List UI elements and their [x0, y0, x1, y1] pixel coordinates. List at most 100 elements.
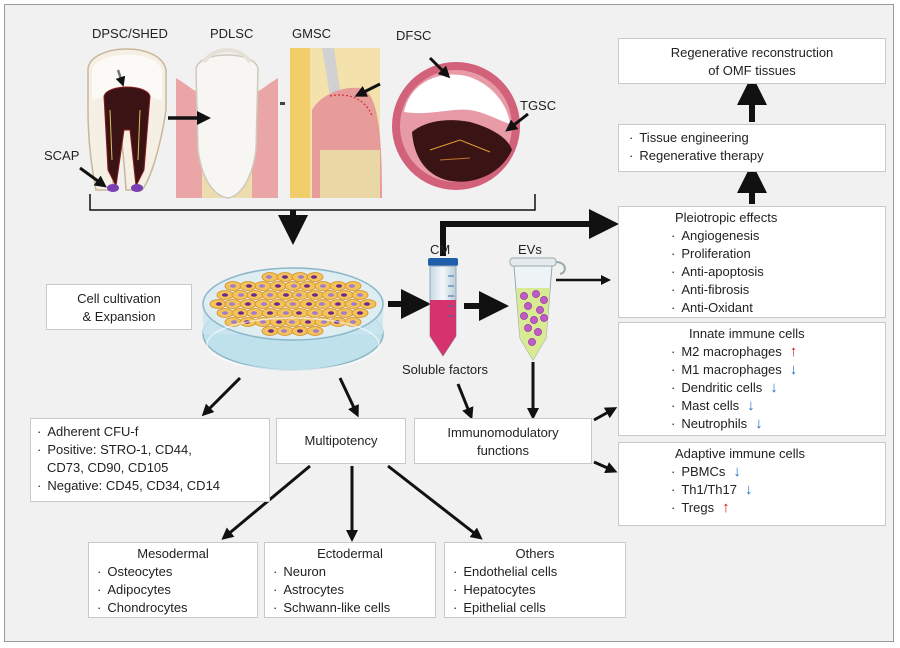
cell-nucleus: [229, 302, 235, 306]
label-dfsc: DFSC: [396, 28, 432, 43]
innate-item: ·M2 macrophages↑: [671, 343, 798, 360]
innate-item: ·M1 macrophages↓: [671, 361, 798, 378]
label-tgsc: TGSC: [520, 98, 557, 113]
innate-item-label: Dendritic cells: [681, 380, 763, 395]
tooth-gmsc-illustration: [280, 48, 382, 198]
extracellular-vesicle: [524, 302, 532, 310]
cell-nucleus: [238, 311, 244, 315]
mesodermal-item: ·Osteocytes: [97, 564, 173, 579]
pleio-item: ·Anti-Oxidant: [671, 300, 753, 315]
cell-nucleus: [281, 329, 287, 333]
innate-item: ·Neutrophils↓: [671, 415, 763, 432]
extracellular-vesicle: [530, 316, 538, 324]
cell-nucleus: [245, 302, 251, 306]
adaptive-item-label: Tregs: [681, 500, 715, 515]
arrow-down-icon: ↓: [789, 361, 798, 378]
immunomod-line-1: Immunomodulatory: [447, 425, 559, 440]
pleio-item: ·Anti-apoptosis: [671, 264, 764, 279]
innate-item-label: Neutrophils: [681, 416, 748, 431]
cell-nucleus: [321, 320, 327, 324]
pleio-item-label: Anti-apoptosis: [681, 264, 764, 279]
cell-nucleus: [305, 320, 311, 324]
others-item: ·Endothelial cells: [453, 564, 558, 579]
others-item: ·Hepatocytes: [453, 582, 536, 597]
cell-nucleus: [261, 302, 267, 306]
innate-title: Innate immune cells: [689, 326, 805, 341]
extracellular-vesicle: [528, 338, 536, 346]
mesodermal-title: Mesodermal: [137, 546, 209, 561]
cell-nucleus: [335, 302, 341, 306]
label-soluble-factors: Soluble factors: [402, 362, 488, 377]
others-title: Others: [515, 546, 555, 561]
cell-nucleus: [290, 302, 296, 306]
cell-nucleus: [320, 284, 326, 288]
cell-nucleus: [222, 293, 228, 297]
cell-nucleus: [328, 311, 334, 315]
cell-nucleus: [341, 311, 347, 315]
cell-nucleus: [267, 293, 273, 297]
others-item: ·Epithelial cells: [453, 600, 546, 615]
arrow-cm-to-pleiotropic: [440, 209, 619, 256]
cell-nucleus: [238, 293, 244, 297]
extracellular-vesicle: [536, 306, 544, 314]
arrow-down-icon: ↓: [770, 379, 778, 396]
multipotency-box: Multipotency: [276, 418, 406, 464]
extracellular-vesicle: [524, 324, 532, 332]
extracellular-vesicle: [520, 312, 528, 320]
tissue-item-label: Regenerative therapy: [639, 148, 764, 163]
immunomod-line-2: functions: [476, 443, 530, 458]
arrow-up-icon: ↑: [789, 343, 798, 360]
regen-line-1: Regenerative reconstruction: [670, 45, 834, 60]
tooth-dpsc-illustration: [87, 48, 167, 192]
innate-immune-box: Innate immune cells ·M2 macrophages↑·M1 …: [618, 322, 886, 436]
immunomodulatory-box: Immunomodulatory functions: [414, 418, 592, 464]
cell-nucleus: [364, 302, 370, 306]
marker-item: ·Positive: STRO-1, CD44,: [37, 442, 192, 457]
others-item-label: Epithelial cells: [463, 600, 546, 615]
cell-nucleus: [230, 284, 236, 288]
ectodermal-item: ·Neuron: [273, 564, 326, 579]
others-item-label: Hepatocytes: [463, 582, 536, 597]
extracellular-vesicle: [540, 314, 548, 322]
arrow-down-icon: ↓: [755, 415, 763, 432]
teeth-bracket: [89, 194, 536, 211]
ectodermal-item: ·Astrocytes: [273, 582, 345, 597]
markers-box: ·Adherent CFU-f ·Positive: STRO-1, CD44,…: [30, 418, 270, 502]
innate-item-label: M1 macrophages: [681, 362, 782, 377]
cultivation-box: Cell cultivation & Expansion: [46, 284, 192, 330]
label-dpsc-shed: DPSC/SHED: [92, 26, 168, 41]
adaptive-item: ·Th1/Th17↓: [671, 481, 753, 498]
cm-tube-illustration: [428, 258, 458, 357]
cell-nucleus: [283, 311, 289, 315]
cell-nucleus: [312, 311, 318, 315]
cell-nucleus: [268, 329, 274, 333]
extracellular-vesicle: [534, 328, 542, 336]
marker-item-label: Adherent CFU-f: [47, 424, 139, 439]
ectodermal-item-label: Schwann-like cells: [283, 600, 391, 615]
marker-item-label: CD73, CD90, CD105: [47, 460, 169, 475]
mesodermal-item: ·Adipocytes: [97, 582, 171, 597]
tissue-item-label: Tissue engineering: [639, 130, 749, 145]
tissue-item: ·Regenerative therapy: [629, 148, 764, 163]
regen-line-2: of OMF tissues: [708, 63, 796, 78]
label-scap: SCAP: [44, 148, 80, 163]
cell-nucleus: [296, 293, 302, 297]
petri-dish-illustration: [202, 267, 384, 371]
cultivation-line-1: Cell cultivation: [77, 291, 161, 306]
cell-nucleus: [351, 302, 357, 306]
cell-nucleus: [231, 320, 237, 324]
arrow-down-icon: ↓: [733, 463, 741, 480]
mesodermal-box: Mesodermal ·Osteocytes ·Adipocytes ·Chon…: [88, 542, 258, 618]
others-box: Others ·Endothelial cells ·Hepatocytes ·…: [444, 542, 626, 618]
scap-arrow: [79, 166, 107, 188]
arrow-down-icon: ↓: [745, 481, 753, 498]
tooth-pdlsc-illustration: [176, 48, 278, 199]
cell-nucleus: [296, 311, 302, 315]
multipotency-label: Multipotency: [304, 433, 378, 448]
mesodermal-item: ·Chondrocytes: [97, 600, 188, 615]
extracellular-vesicle: [540, 296, 548, 304]
marker-item-label: Positive: STRO-1, CD44,: [47, 442, 192, 457]
adaptive-immune-box: Adaptive immune cells ·PBMCs↓·Th1/Th17↓·…: [618, 442, 886, 526]
arrow-to-others: [387, 464, 483, 540]
pleio-item: ·Proliferation: [671, 246, 751, 261]
